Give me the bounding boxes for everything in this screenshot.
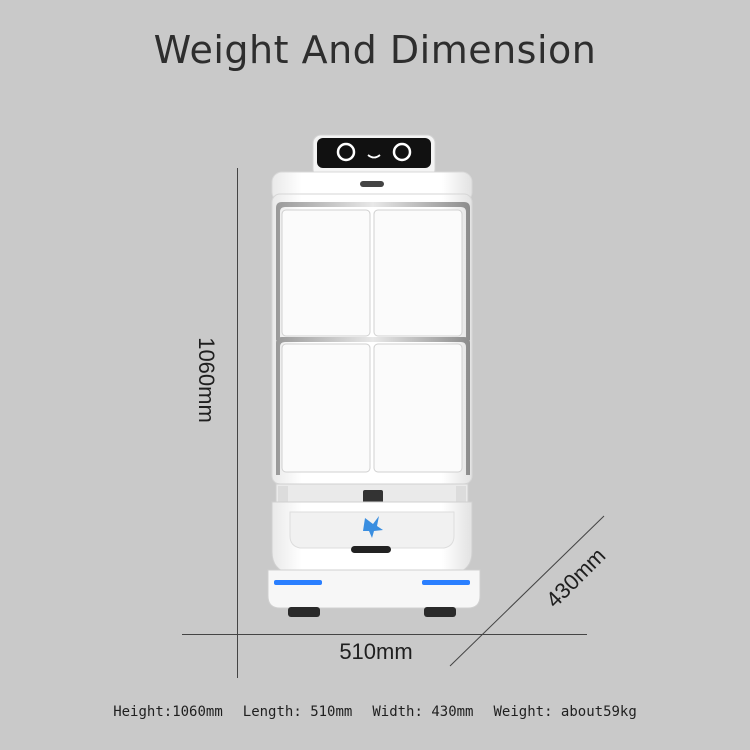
spec-length: Length: 510mm bbox=[242, 704, 353, 720]
spec-height: Height:1060mm bbox=[113, 704, 223, 720]
height-dimension-label: 1060mm bbox=[194, 337, 219, 423]
spec-width: Width: 430mm bbox=[372, 704, 474, 720]
robot-base bbox=[267, 501, 481, 617]
logo-icon bbox=[363, 516, 383, 538]
spec-row: Height:1060mm Length: 510mm Width: 430mm… bbox=[0, 704, 750, 720]
height-dimension-line bbox=[237, 168, 238, 678]
length-dimension-label: 510mm bbox=[339, 639, 413, 664]
robot-image bbox=[267, 134, 481, 617]
spec-weight: Weight: about59kg bbox=[493, 704, 637, 720]
page-title: Weight And Dimension bbox=[153, 28, 597, 72]
length-dimension-line bbox=[182, 634, 587, 635]
robot-head bbox=[312, 134, 436, 178]
